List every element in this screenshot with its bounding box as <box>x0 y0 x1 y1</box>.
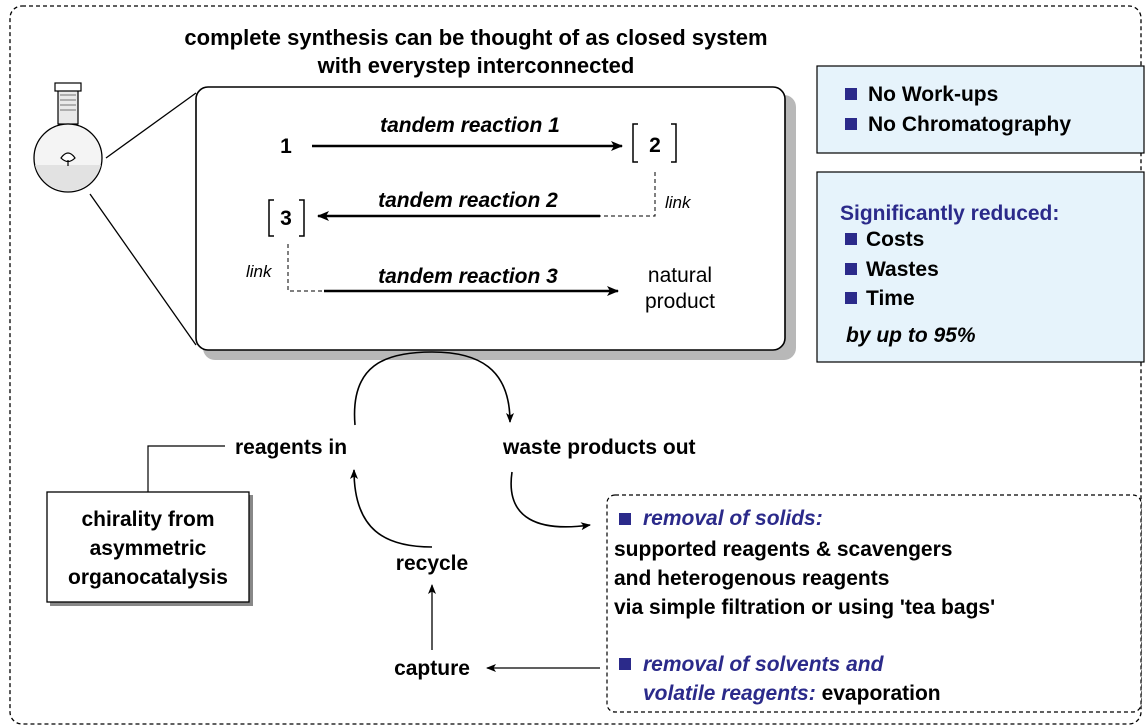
reduced-item-wastes: Wastes <box>866 258 939 281</box>
waste-out-arrow <box>510 471 591 531</box>
removal-solids-heading: removal of solids: <box>643 507 823 530</box>
no-workups-text: No Work-ups <box>868 83 998 106</box>
bullet-square-icon <box>619 513 631 525</box>
reduced-heading: Significantly reduced: <box>840 202 1059 225</box>
title-line-2: with everystep interconnected <box>317 53 635 78</box>
reduced-footer: by up to 95% <box>846 324 976 347</box>
no-workups-box <box>816 65 1145 154</box>
title-line-1: complete synthesis can be thought of as … <box>184 25 767 50</box>
bracket-2-right <box>671 123 677 163</box>
reagents-in-label: reagents in <box>235 436 347 459</box>
natural-product-line-1: natural <box>648 264 712 287</box>
removal-solvents-heading-line-1: removal of solvents and <box>643 653 885 676</box>
compound-2: 2 <box>649 134 661 157</box>
recycle-label: recycle <box>396 552 468 575</box>
scheme-box <box>195 86 786 351</box>
removal-solids-line-2: and heterogenous reagents <box>614 567 889 590</box>
chirality-line-1: chirality from <box>81 508 214 531</box>
removal-solids-line-1: supported reagents & scavengers <box>614 538 952 561</box>
no-chromatography-text: No Chromatography <box>868 113 1071 136</box>
compound-3: 3 <box>280 207 292 230</box>
bullet-square-icon <box>845 233 857 245</box>
bullet-square-icon <box>845 292 857 304</box>
bracket-2-left <box>632 123 638 163</box>
reaction-1-label: tandem reaction 1 <box>380 114 560 137</box>
removal-box <box>606 494 1142 713</box>
chirality-line-3: organocatalysis <box>68 566 228 589</box>
capture-label: capture <box>394 657 470 680</box>
outer-frame <box>9 5 1142 725</box>
chirality-line-2: asymmetric <box>90 537 207 560</box>
natural-product-line-2: product <box>645 290 715 313</box>
link-1-label: link <box>665 193 692 212</box>
bracket-3-left <box>268 199 274 237</box>
zoom-line-bottom <box>89 193 197 346</box>
link-2-line <box>287 244 324 292</box>
loop-top-arc <box>353 351 514 426</box>
link-2-label: link <box>246 262 273 281</box>
reduced-item-time: Time <box>866 287 915 310</box>
reaction-3-label: tandem reaction 3 <box>378 265 558 288</box>
link-1-line <box>600 172 656 217</box>
compound-1: 1 <box>280 135 292 158</box>
chirality-box <box>46 491 250 603</box>
removal-solvents-heading-line-2: volatile reagents: evaporation <box>643 682 941 705</box>
bullet-square-icon <box>845 118 857 130</box>
loop-bottom-arc <box>350 469 433 548</box>
bullet-square-icon <box>619 658 631 670</box>
removal-solids-line-3: via simple filtration or using 'tea bags… <box>614 596 995 619</box>
flask-icon <box>33 82 103 193</box>
bullet-square-icon <box>845 88 857 100</box>
bracket-3-right <box>299 199 305 237</box>
bullet-square-icon <box>845 263 857 275</box>
reduced-item-costs: Costs <box>866 228 924 251</box>
reduced-box <box>816 171 1145 363</box>
reaction-2-label: tandem reaction 2 <box>378 189 558 212</box>
waste-out-label: waste products out <box>502 436 696 459</box>
chirality-connector <box>147 445 225 492</box>
zoom-line-top <box>105 92 197 159</box>
